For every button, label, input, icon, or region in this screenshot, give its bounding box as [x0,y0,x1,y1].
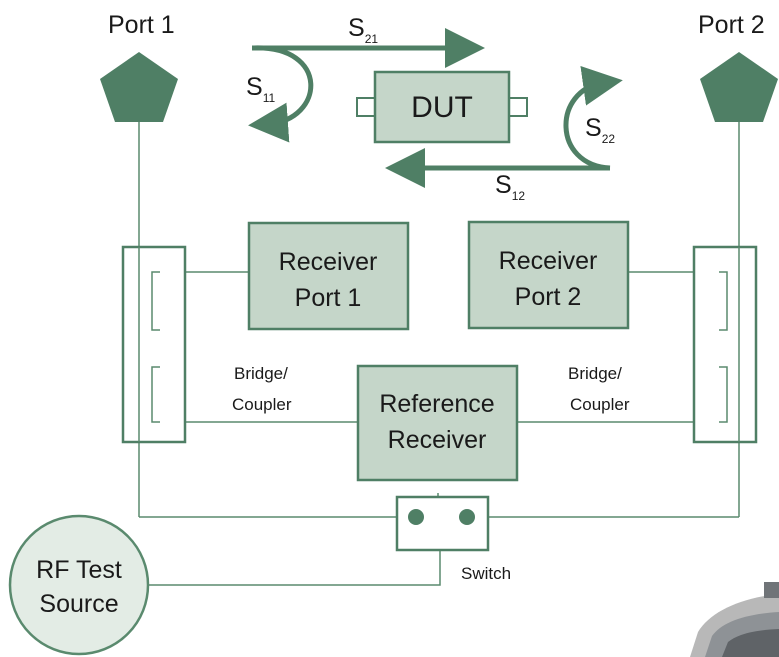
port1-connector-icon [100,52,178,122]
rf-source-line2: Source [39,590,118,618]
switch-contact-left-icon [408,509,424,525]
reference-receiver-line2: Receiver [388,426,487,454]
receiver-port2-line2: Port 2 [515,283,582,311]
reference-receiver-block: Reference Receiver [356,364,519,482]
switch-label: Switch [461,564,511,583]
port2-label: Port 2 [698,11,765,39]
dut-label: DUT [411,91,473,124]
port2-connector-icon [700,52,778,122]
instrument-photo [690,582,779,657]
left-coupler-label-2: Coupler [232,395,292,414]
receiver-port2-line1: Receiver [499,247,598,275]
receiver-port1-block: Receiver Port 1 [247,221,410,331]
port1-label: Port 1 [108,11,175,39]
rf-test-source-block: RF Test Source [8,514,150,656]
switch-contact-right-icon [459,509,475,525]
left-coupler [121,245,187,444]
s11-arrow-icon [248,45,314,143]
receiver-port1-line2: Port 1 [295,284,362,312]
reference-receiver-line1: Reference [379,390,494,418]
s12-label: S12 [495,171,525,203]
rf-source-line1: RF Test [36,556,122,584]
right-coupler [692,245,758,444]
dut-block: DUT [356,70,528,144]
left-coupler-label-1: Bridge/ [234,364,288,383]
receiver-port1-line1: Receiver [279,248,378,276]
s22-label: S22 [585,114,615,146]
receiver-port2-block: Receiver Port 2 [467,220,630,330]
right-coupler-label-1: Bridge/ [568,364,622,383]
s21-label: S21 [348,14,378,46]
s11-label: S11 [246,73,275,105]
switch-block [395,495,490,552]
right-coupler-label-2: Coupler [570,395,630,414]
s22-arrow-icon [563,65,623,171]
